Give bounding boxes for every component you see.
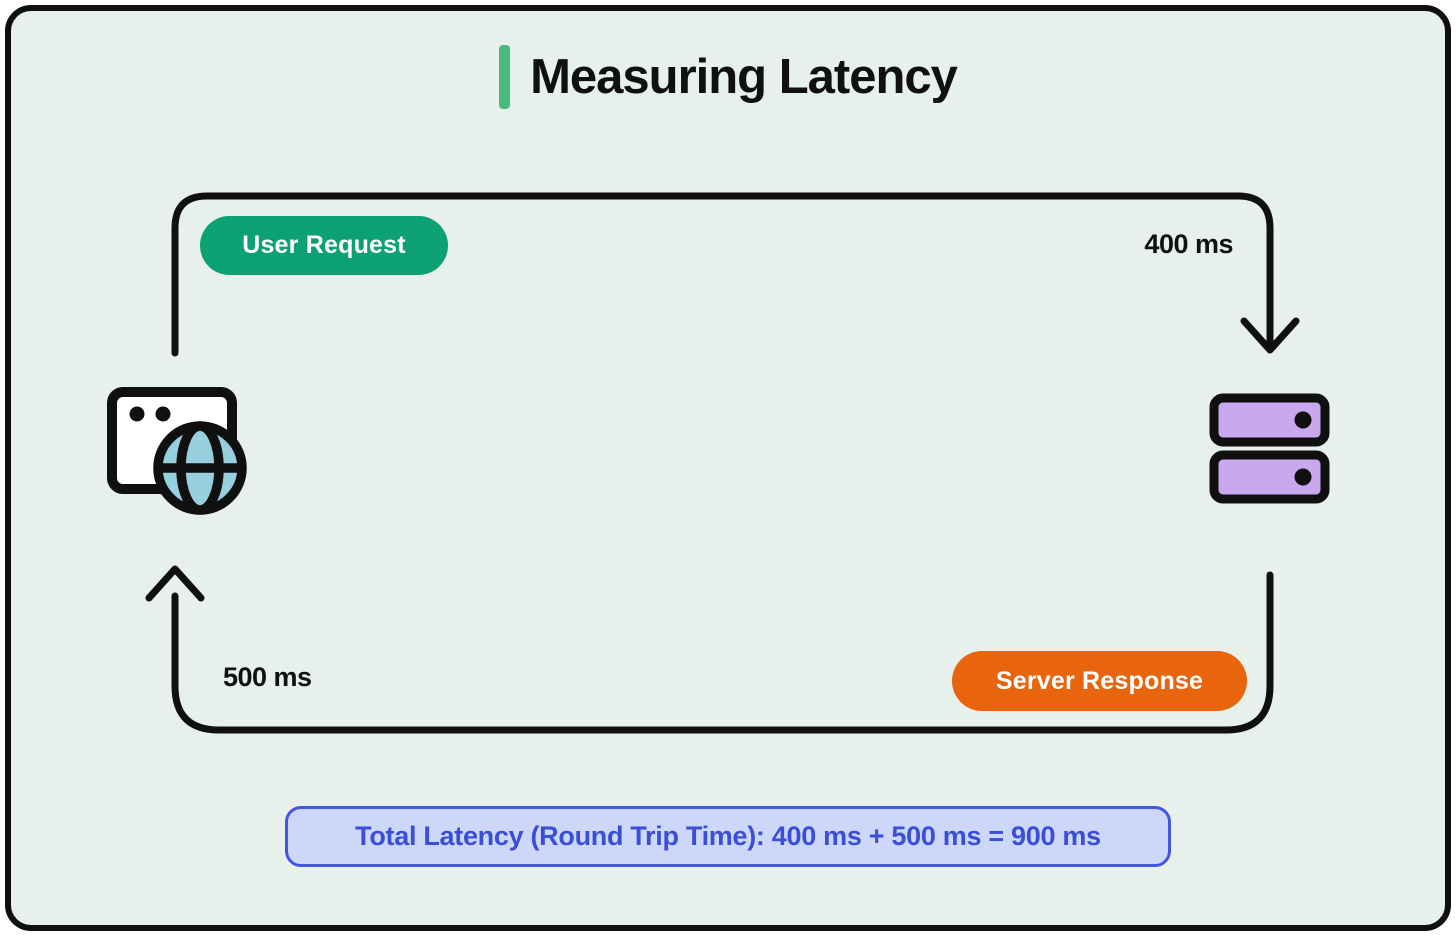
- title-row: Measuring Latency: [11, 45, 1445, 109]
- up-arrow-icon: [145, 565, 205, 602]
- response-time-label: 500 ms: [223, 662, 312, 692]
- server-response-badge: Server Response: [952, 651, 1247, 711]
- request-time-label: 400 ms: [1144, 229, 1233, 259]
- down-arrow-icon: [1240, 317, 1300, 354]
- browser-globe-icon: [107, 387, 247, 515]
- total-latency-summary: Total Latency (Round Trip Time): 400 ms …: [285, 806, 1171, 867]
- server-stack-icon: [1209, 393, 1330, 504]
- title-accent-bar: [499, 45, 511, 109]
- page-title: Measuring Latency: [530, 49, 958, 104]
- request-path-line: [171, 192, 1274, 357]
- response-path-line: [171, 571, 1274, 734]
- user-request-badge: User Request: [200, 216, 448, 275]
